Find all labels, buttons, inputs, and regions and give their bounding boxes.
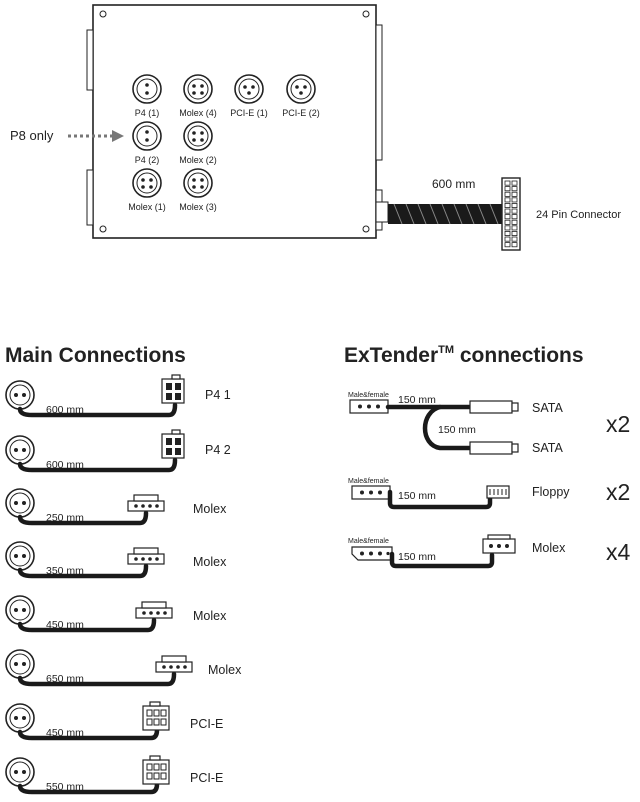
socket-pcie-1	[234, 74, 264, 104]
extender-title-rest: connections	[454, 344, 584, 367]
psu-panel	[86, 4, 383, 239]
socket-label-pcie-1: PCI-E (1)	[230, 108, 268, 118]
main-row-length: 650 mm	[46, 673, 84, 685]
socket-molex-4	[183, 74, 213, 104]
sata-length-1: 150 mm	[398, 394, 436, 406]
sata-label-2: SATA	[532, 441, 563, 455]
main-cable	[375, 177, 521, 251]
p8-only-label: P8 only	[10, 128, 54, 143]
extender-molex: Male&female 150 mm Molex x4	[348, 534, 631, 569]
socket-label-molex-3: Molex (3)	[179, 202, 217, 212]
molex-label: Molex	[532, 541, 566, 555]
cable-length-label: 600 mm	[432, 177, 475, 191]
main-row-label: Molex	[208, 663, 242, 677]
main-connections-title: Main Connections	[5, 344, 186, 367]
floppy-source-label: Male&female	[348, 478, 389, 485]
socket-label-molex-4: Molex (4)	[179, 108, 217, 118]
sata-label-1: SATA	[532, 401, 563, 415]
main-row-length: 250 mm	[46, 512, 84, 524]
main-row-5: 450 mm Molex	[5, 595, 227, 633]
main-row-6: 650 mm Molex	[5, 649, 242, 687]
main-row-label: PCI-E	[190, 771, 223, 785]
sata-source-label: Male&female	[348, 392, 389, 399]
socket-label-pcie-2: PCI-E (2)	[282, 108, 320, 118]
molex-length: 150 mm	[398, 551, 436, 563]
arrow-right-icon	[112, 130, 124, 142]
floppy-multiplier: x2	[606, 479, 630, 505]
socket-molex-2	[183, 121, 213, 151]
socket-label-p4-2: P4 (2)	[135, 155, 160, 165]
socket-pcie-2	[286, 74, 316, 104]
main-row-length: 600 mm	[46, 404, 84, 416]
main-row-length: 550 mm	[46, 781, 84, 793]
sata-connector-1	[469, 400, 513, 414]
main-row-7: 450 mm PCI-E	[5, 701, 223, 741]
main-row-label: P4 1	[205, 388, 231, 402]
main-row-length: 450 mm	[46, 727, 84, 739]
molex-source-label: Male&female	[348, 538, 389, 545]
socket-molex-1	[132, 168, 162, 198]
extender-sata: Male&female 150 mm 150 mm SATA SATA x2	[348, 392, 630, 455]
socket-label-molex-2: Molex (2)	[179, 155, 217, 165]
socket-molex-3	[183, 168, 213, 198]
main-row-8: 550 mm PCI-E	[5, 755, 223, 795]
main-row-2: 600 mm P4 2	[5, 429, 231, 473]
extender-title: ExTenderTM connections	[344, 344, 584, 367]
main-row-label: PCI-E	[190, 717, 223, 731]
24-pin-label: 24 Pin Connector	[536, 209, 621, 221]
socket-label-p4-1: P4 (1)	[135, 108, 160, 118]
main-row-4: 350 mm Molex	[5, 541, 227, 579]
main-row-3: 250 mm Molex	[5, 488, 227, 526]
socket-p4-1	[132, 74, 162, 104]
main-connections-list: 600 mm P4 1 600 mm P4 2 250 mm Molex 350 mm Mol…	[5, 374, 242, 795]
main-row-label: P4 2	[205, 443, 231, 457]
main-row-length: 450 mm	[46, 619, 84, 631]
main-row-label: Molex	[193, 555, 227, 569]
sata-connector-2	[469, 441, 513, 455]
extender-title-main: ExTender	[344, 344, 438, 367]
socket-p4-2	[132, 121, 162, 151]
socket-label-molex-1: Molex (1)	[128, 202, 166, 212]
floppy-label: Floppy	[532, 485, 570, 499]
sata-multiplier: x2	[606, 411, 630, 437]
extender-floppy: Male&female 150 mm Floppy x2	[348, 478, 630, 510]
sata-length-2: 150 mm	[438, 424, 476, 436]
molex-multiplier: x4	[606, 539, 631, 565]
main-row-length: 600 mm	[46, 459, 84, 471]
main-row-1: 600 mm P4 1	[5, 374, 231, 418]
main-row-label: Molex	[193, 502, 227, 516]
main-row-length: 350 mm	[46, 565, 84, 577]
floppy-length: 150 mm	[398, 490, 436, 502]
extender-title-tm: TM	[438, 344, 454, 356]
main-row-label: Molex	[193, 609, 227, 623]
